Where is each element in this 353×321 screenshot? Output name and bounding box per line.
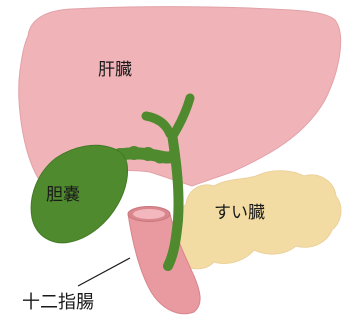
gallbladder-label: 胆嚢 [46, 185, 80, 205]
duodenum-opening-inner [133, 209, 165, 219]
liver-label: 肝臓 [98, 60, 132, 80]
duodenum-label: 十二指腸 [22, 292, 94, 313]
duodenum-callout-line [78, 258, 130, 286]
pancreas-label: すい臓 [214, 203, 265, 223]
